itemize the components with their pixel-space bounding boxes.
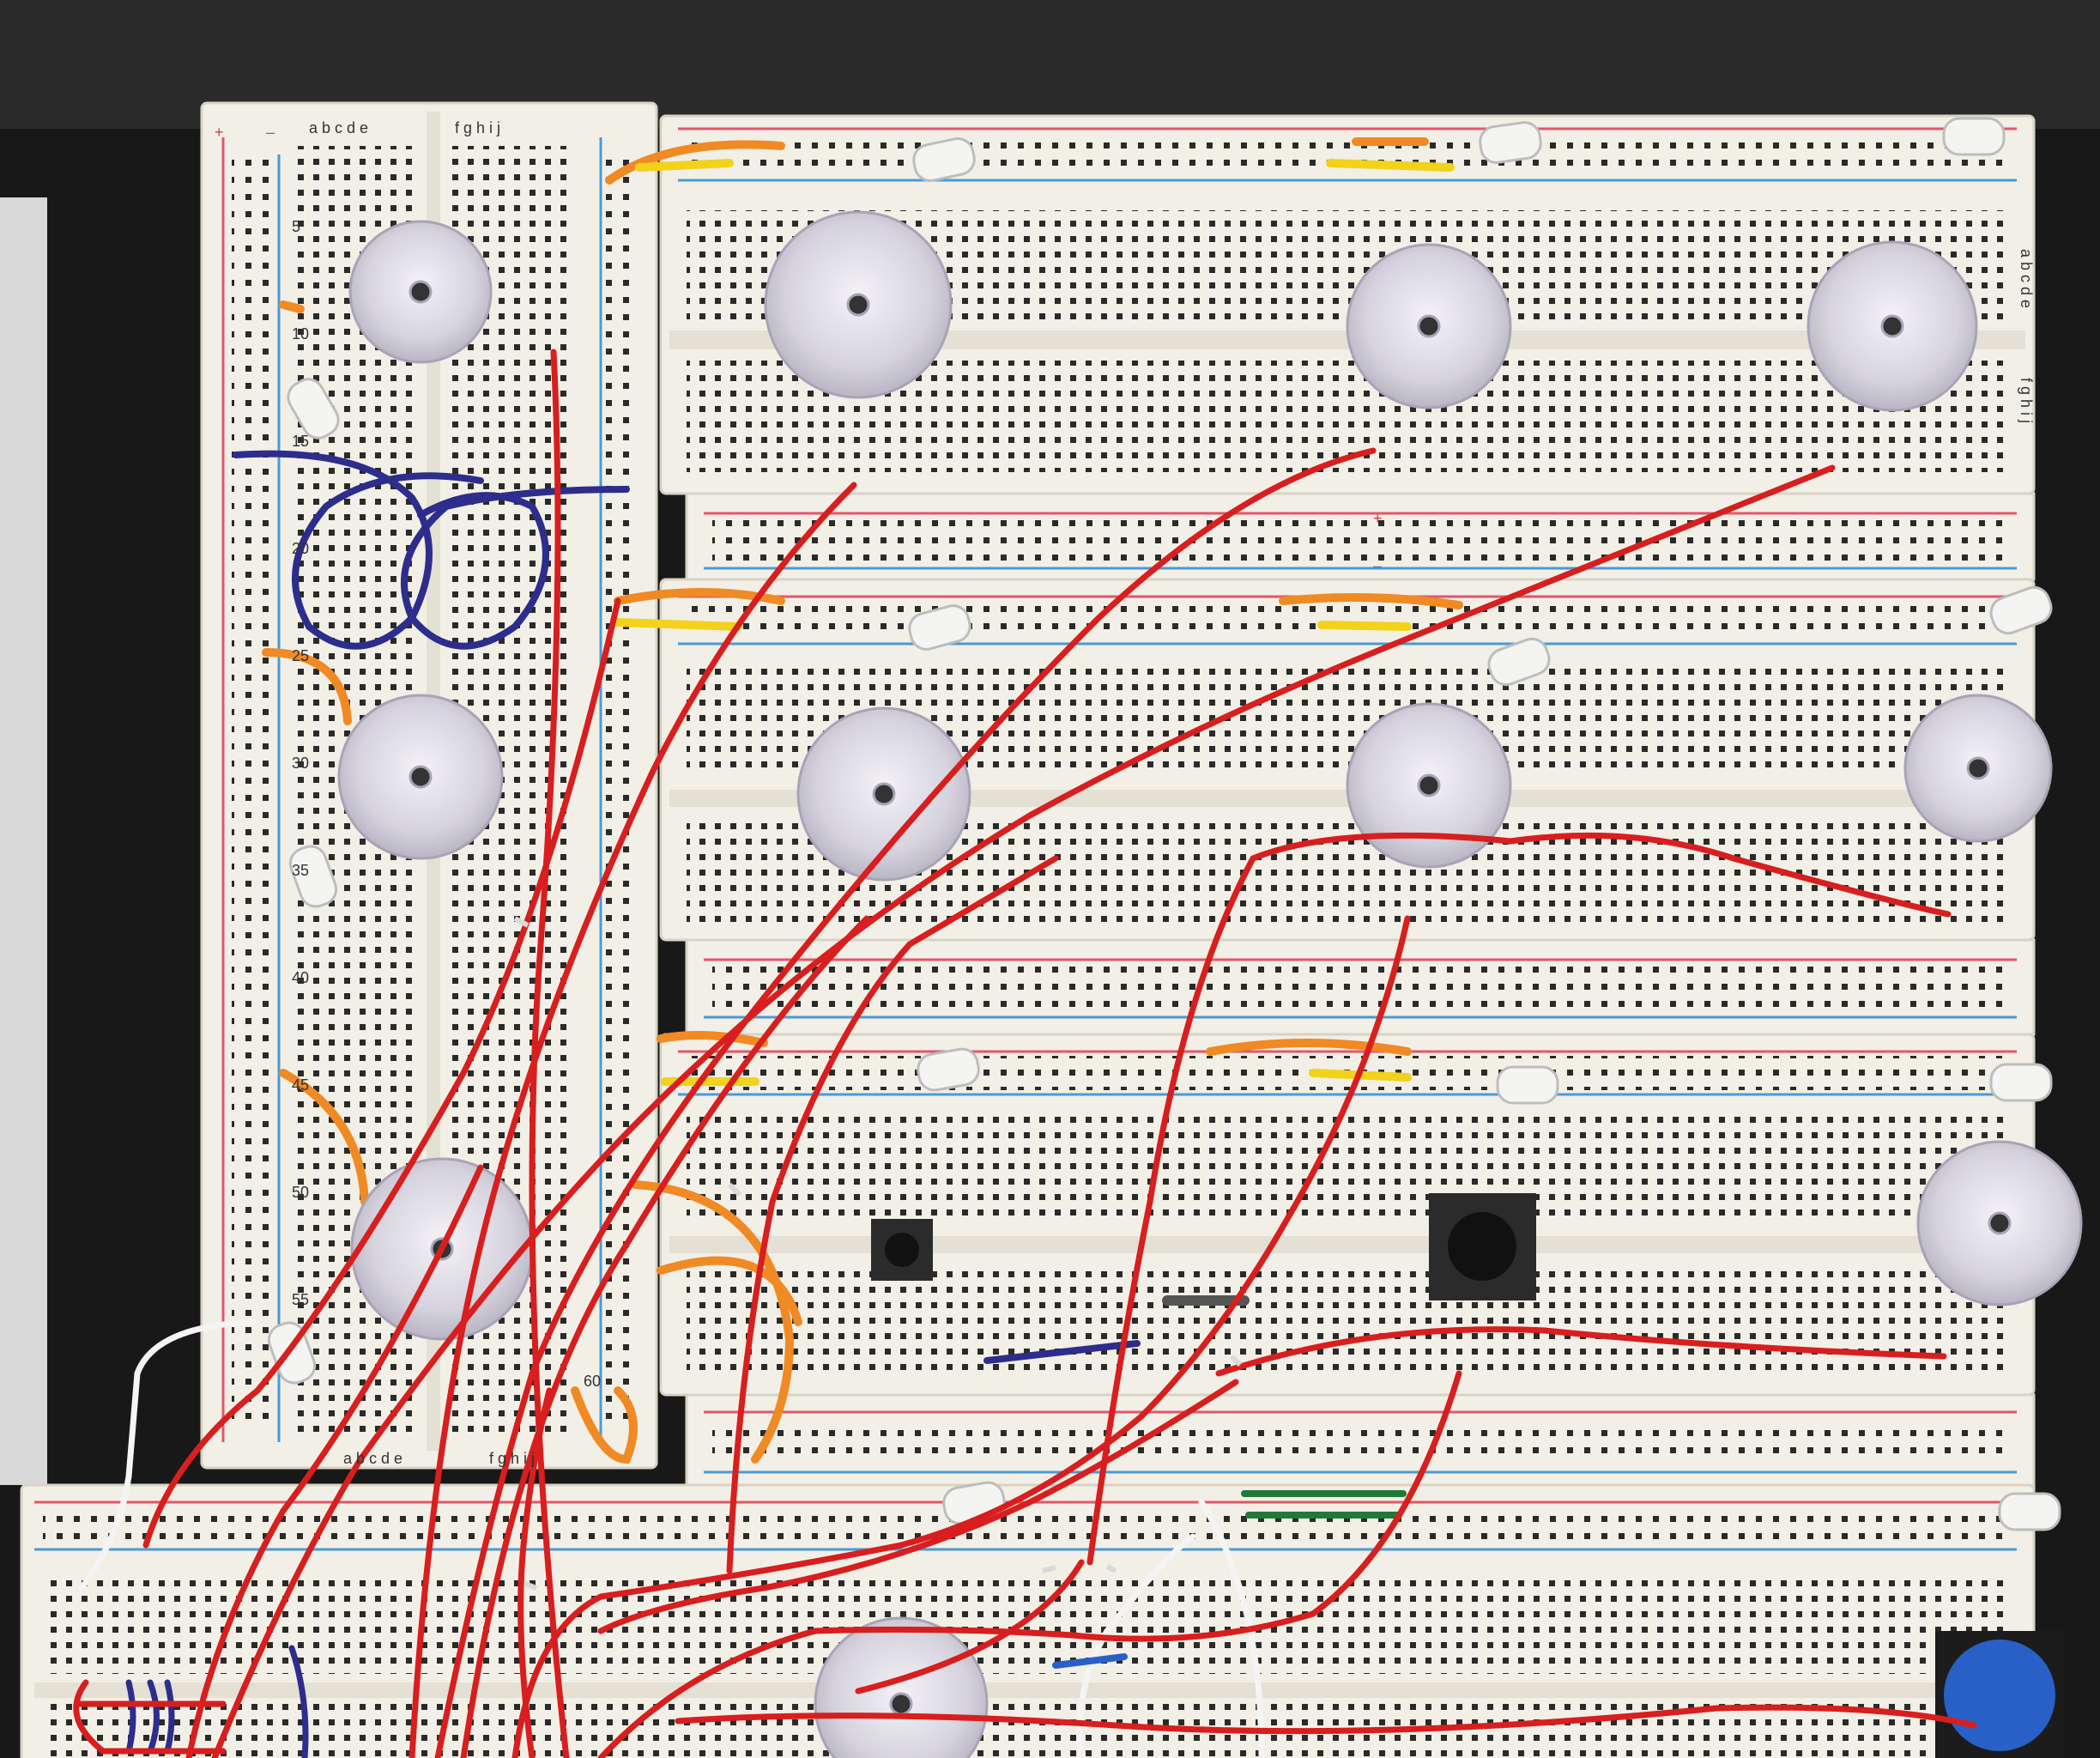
sensor-7 — [1346, 702, 1512, 869]
led-6 — [1487, 637, 1551, 687]
led-12 — [267, 1321, 317, 1385]
desk-light-edge — [0, 197, 47, 1485]
sensor-6 — [796, 706, 971, 882]
row-number: 60 — [584, 1373, 601, 1390]
vertical-board-rail-minus: – — [266, 124, 275, 141]
vertical-board-bottom-labels-right: f g h i j — [489, 1450, 535, 1467]
row-number: 5 — [292, 218, 300, 235]
right-board-rail-minus: – — [1373, 557, 1382, 574]
orange-yellow-jumpers — [262, 137, 1463, 1464]
led-9 — [917, 1047, 980, 1092]
board-strip-rail-3 — [685, 1393, 2036, 1491]
row-number: 25 — [292, 647, 309, 664]
sensor-2 — [764, 210, 953, 399]
row-number: 35 — [292, 862, 309, 879]
row-number: 40 — [292, 969, 309, 986]
led-14 — [1998, 1492, 2061, 1531]
row-number: 50 — [292, 1184, 309, 1201]
pushbutton-blue — [1935, 1631, 2064, 1758]
sensor-pucks — [337, 210, 2083, 1758]
leds — [267, 117, 2061, 1531]
vertical-board-bottom-labels: a b c d e — [343, 1450, 402, 1467]
row-number: 10 — [292, 325, 309, 343]
row-number: 15 — [292, 433, 309, 450]
right-board-column-labels-top: a b c d e — [2018, 249, 2035, 308]
row-number: 20 — [292, 540, 309, 557]
led-11 — [1989, 1063, 2053, 1102]
board-strip-rail-1 — [685, 492, 2036, 581]
sensor-4 — [1806, 240, 1978, 412]
vertical-board-row-numbers: 5 10 15 20 25 30 35 40 45 50 55 60 — [292, 218, 601, 1390]
row-number: 45 — [292, 1076, 309, 1094]
sensor-8 — [1903, 694, 2053, 843]
red-wires — [73, 349, 1977, 1758]
board-strip-3 — [659, 1033, 2036, 1397]
led-7 — [1989, 585, 2053, 635]
pushbutton-small — [871, 1219, 933, 1281]
led-2 — [1479, 121, 1542, 164]
sensor-3 — [1346, 243, 1512, 409]
led-1 — [912, 137, 976, 182]
led-10 — [1496, 1065, 1559, 1105]
led-4 — [287, 378, 340, 440]
led-3 — [1942, 117, 2006, 156]
navy-coil-wire — [233, 450, 630, 650]
sensor-1 — [348, 220, 493, 364]
right-board-column-labels-bottom: f g h i j — [2018, 378, 2035, 423]
board-labels: a b c d e f g h i j + – a b c d e f g h … — [215, 119, 2035, 1467]
sensor-10 — [1916, 1140, 2083, 1306]
vertical-board-column-labels-right: f g h i j — [455, 119, 500, 136]
sensor-11 — [814, 1616, 989, 1758]
vertical-board-column-labels-left: a b c d e — [309, 119, 368, 136]
pushbutton-large — [1429, 1193, 1536, 1300]
vertical-board-rail-plus: + — [215, 124, 224, 141]
row-number: 55 — [292, 1291, 309, 1308]
misc-wires — [78, 1295, 1407, 1758]
led-5 — [908, 604, 971, 651]
sensor-5 — [337, 694, 504, 860]
right-board-rail-plus: + — [1373, 510, 1383, 527]
led-8 — [288, 845, 338, 908]
board-strip-1 — [659, 114, 2036, 495]
row-number: 30 — [292, 755, 309, 772]
wire-ties — [513, 916, 1243, 1591]
board-strip-rail-2 — [685, 938, 2036, 1036]
